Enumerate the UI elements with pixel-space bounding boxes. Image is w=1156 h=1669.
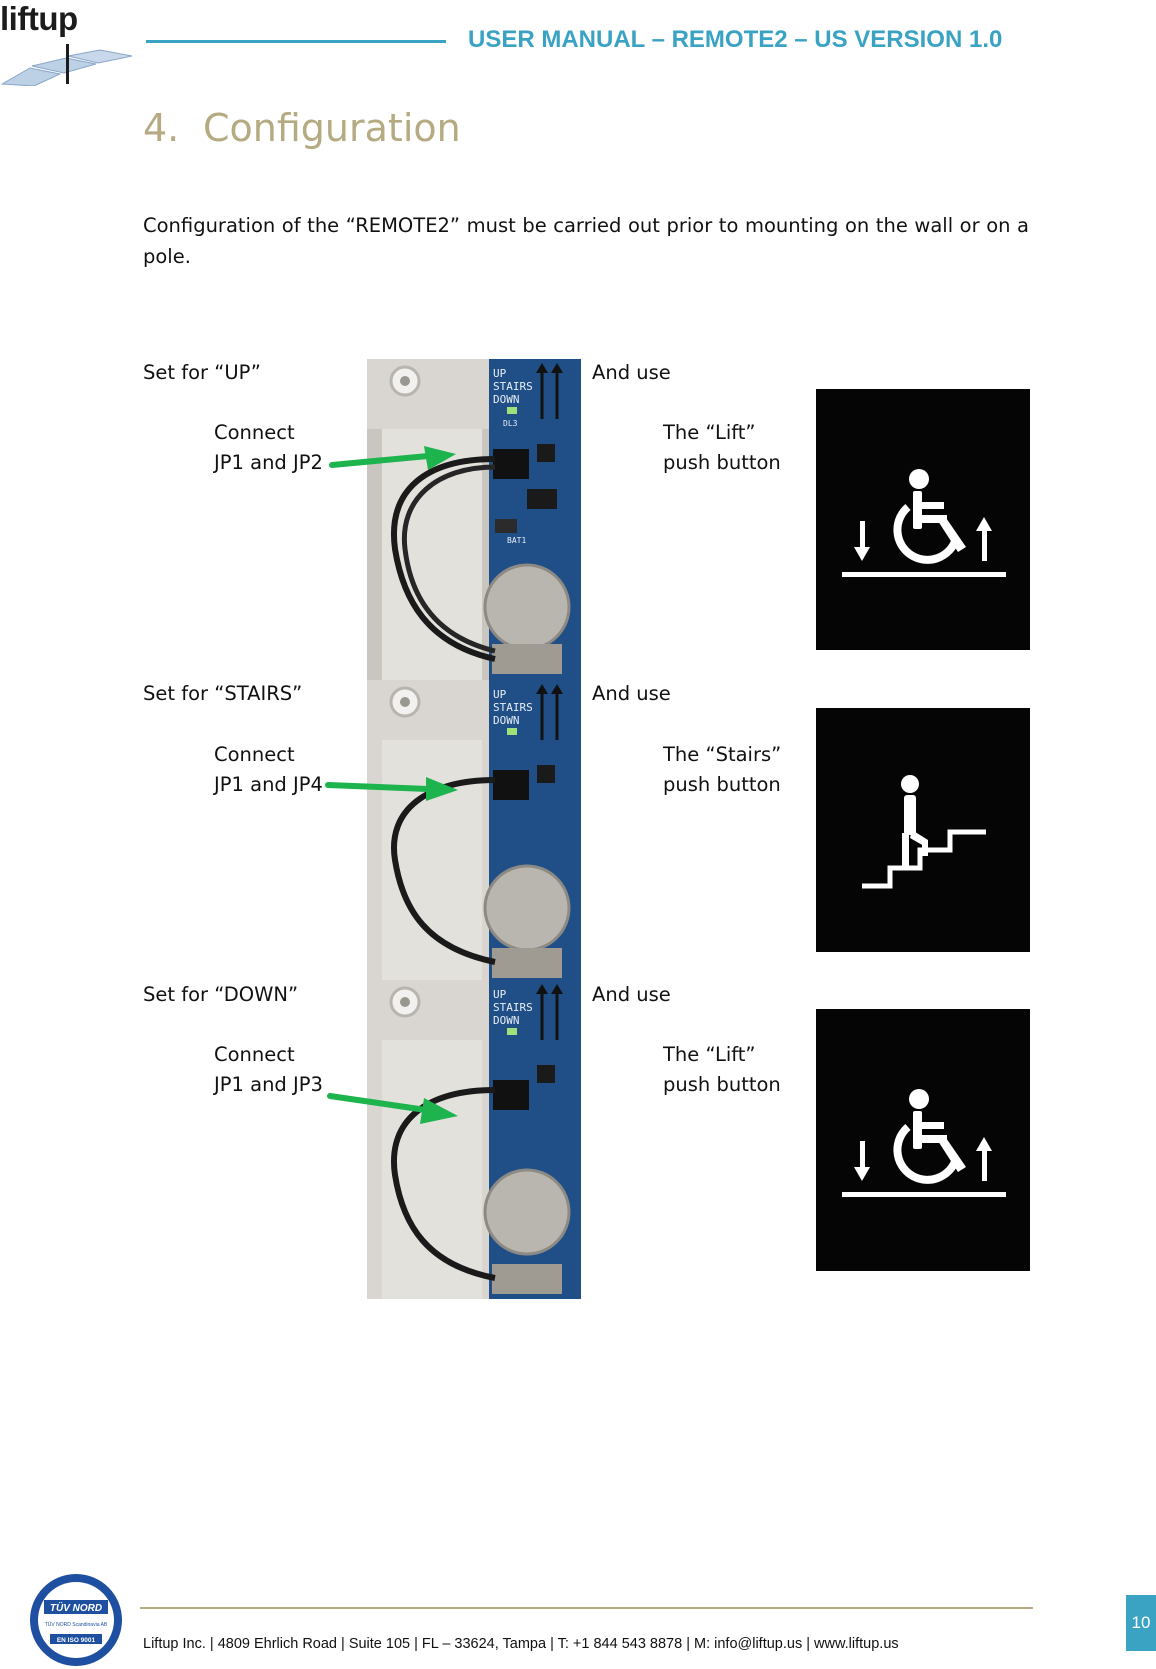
pcb-label: STAIRS xyxy=(493,380,533,393)
green-arrow-icon xyxy=(327,1093,458,1124)
button-name: The “Lift” xyxy=(663,1043,756,1066)
header-rule xyxy=(146,40,446,43)
button-name: The “Stairs” xyxy=(663,743,782,766)
pcb-label: BAT1 xyxy=(507,536,526,545)
seal-text: TÜV NORD xyxy=(50,1601,102,1614)
button-name: The “Lift” xyxy=(663,421,756,444)
green-arrow-icon xyxy=(329,446,456,470)
pcb-label: STAIRS xyxy=(493,701,533,714)
connect-label: Connect xyxy=(214,743,295,766)
jumper-label: JP1 and JP3 xyxy=(214,1073,323,1096)
footer-contact: Liftup Inc. | 4809 Ehrlich Road | Suite … xyxy=(143,1636,899,1652)
pcb-photo-up: UP STAIRS DOWN DL3 BAT1 xyxy=(367,359,581,680)
wheelchair-lift-icon xyxy=(842,469,1006,577)
seal-text: TÜV NORD Scandinavia AB xyxy=(45,1621,108,1628)
push-button-label: push button xyxy=(663,1073,781,1096)
tuv-seal-icon: TÜV NORD TÜV NORD Scandinavia AB EN ISO … xyxy=(30,1574,122,1666)
section-number: 4. xyxy=(143,106,180,150)
set-label-down: Set for “DOWN” xyxy=(143,983,299,1006)
wheelchair-lift-icon xyxy=(842,1089,1006,1197)
push-button-label: push button xyxy=(663,773,781,796)
pcb-label: UP xyxy=(493,988,507,1001)
and-use-label: And use xyxy=(592,682,671,705)
section-heading: 4. Configuration xyxy=(143,106,461,150)
pcb-label: DOWN xyxy=(493,1014,520,1027)
connect-label: Connect xyxy=(214,1043,295,1066)
set-label-stairs: Set for “STAIRS” xyxy=(143,682,303,705)
pcb-label: DOWN xyxy=(493,714,520,727)
seal-text: EN ISO 9001 xyxy=(57,1637,96,1644)
pcb-label: DL3 xyxy=(503,419,518,428)
page-number: 10 xyxy=(1126,1595,1156,1651)
document-title: USER MANUAL – REMOTE2 – US VERSION 1.0 xyxy=(468,26,1003,53)
intro-paragraph: Configuration of the “REMOTE2” must be c… xyxy=(143,214,1029,268)
jumper-label: JP1 and JP2 xyxy=(214,451,323,474)
and-use-label: And use xyxy=(592,983,671,1006)
jumper-label: JP1 and JP4 xyxy=(214,773,323,796)
pcb-label: DOWN xyxy=(493,393,520,406)
lift-button-image-up xyxy=(816,389,1030,650)
set-label-up: Set for “UP” xyxy=(143,361,261,384)
stairs-button-image xyxy=(816,708,1030,952)
section-title: Configuration xyxy=(203,106,461,150)
push-button-label: push button xyxy=(663,451,781,474)
pcb-photo-stairs: UP STAIRS DOWN xyxy=(367,680,581,980)
liftup-logo: liftup xyxy=(0,0,78,37)
stairs-climber-icon xyxy=(862,775,986,889)
green-arrow-icon xyxy=(325,777,458,801)
pcb-label: STAIRS xyxy=(493,1001,533,1014)
lift-button-image-down xyxy=(816,1009,1030,1271)
footer-rule xyxy=(140,1607,1033,1609)
pcb-photo-down: UP STAIRS DOWN xyxy=(367,980,581,1299)
pcb-label: UP xyxy=(493,688,507,701)
pcb-label: UP xyxy=(493,367,507,380)
and-use-label: And use xyxy=(592,361,671,384)
solar-panel-logo-icon xyxy=(0,44,133,86)
connect-label: Connect xyxy=(214,421,295,444)
